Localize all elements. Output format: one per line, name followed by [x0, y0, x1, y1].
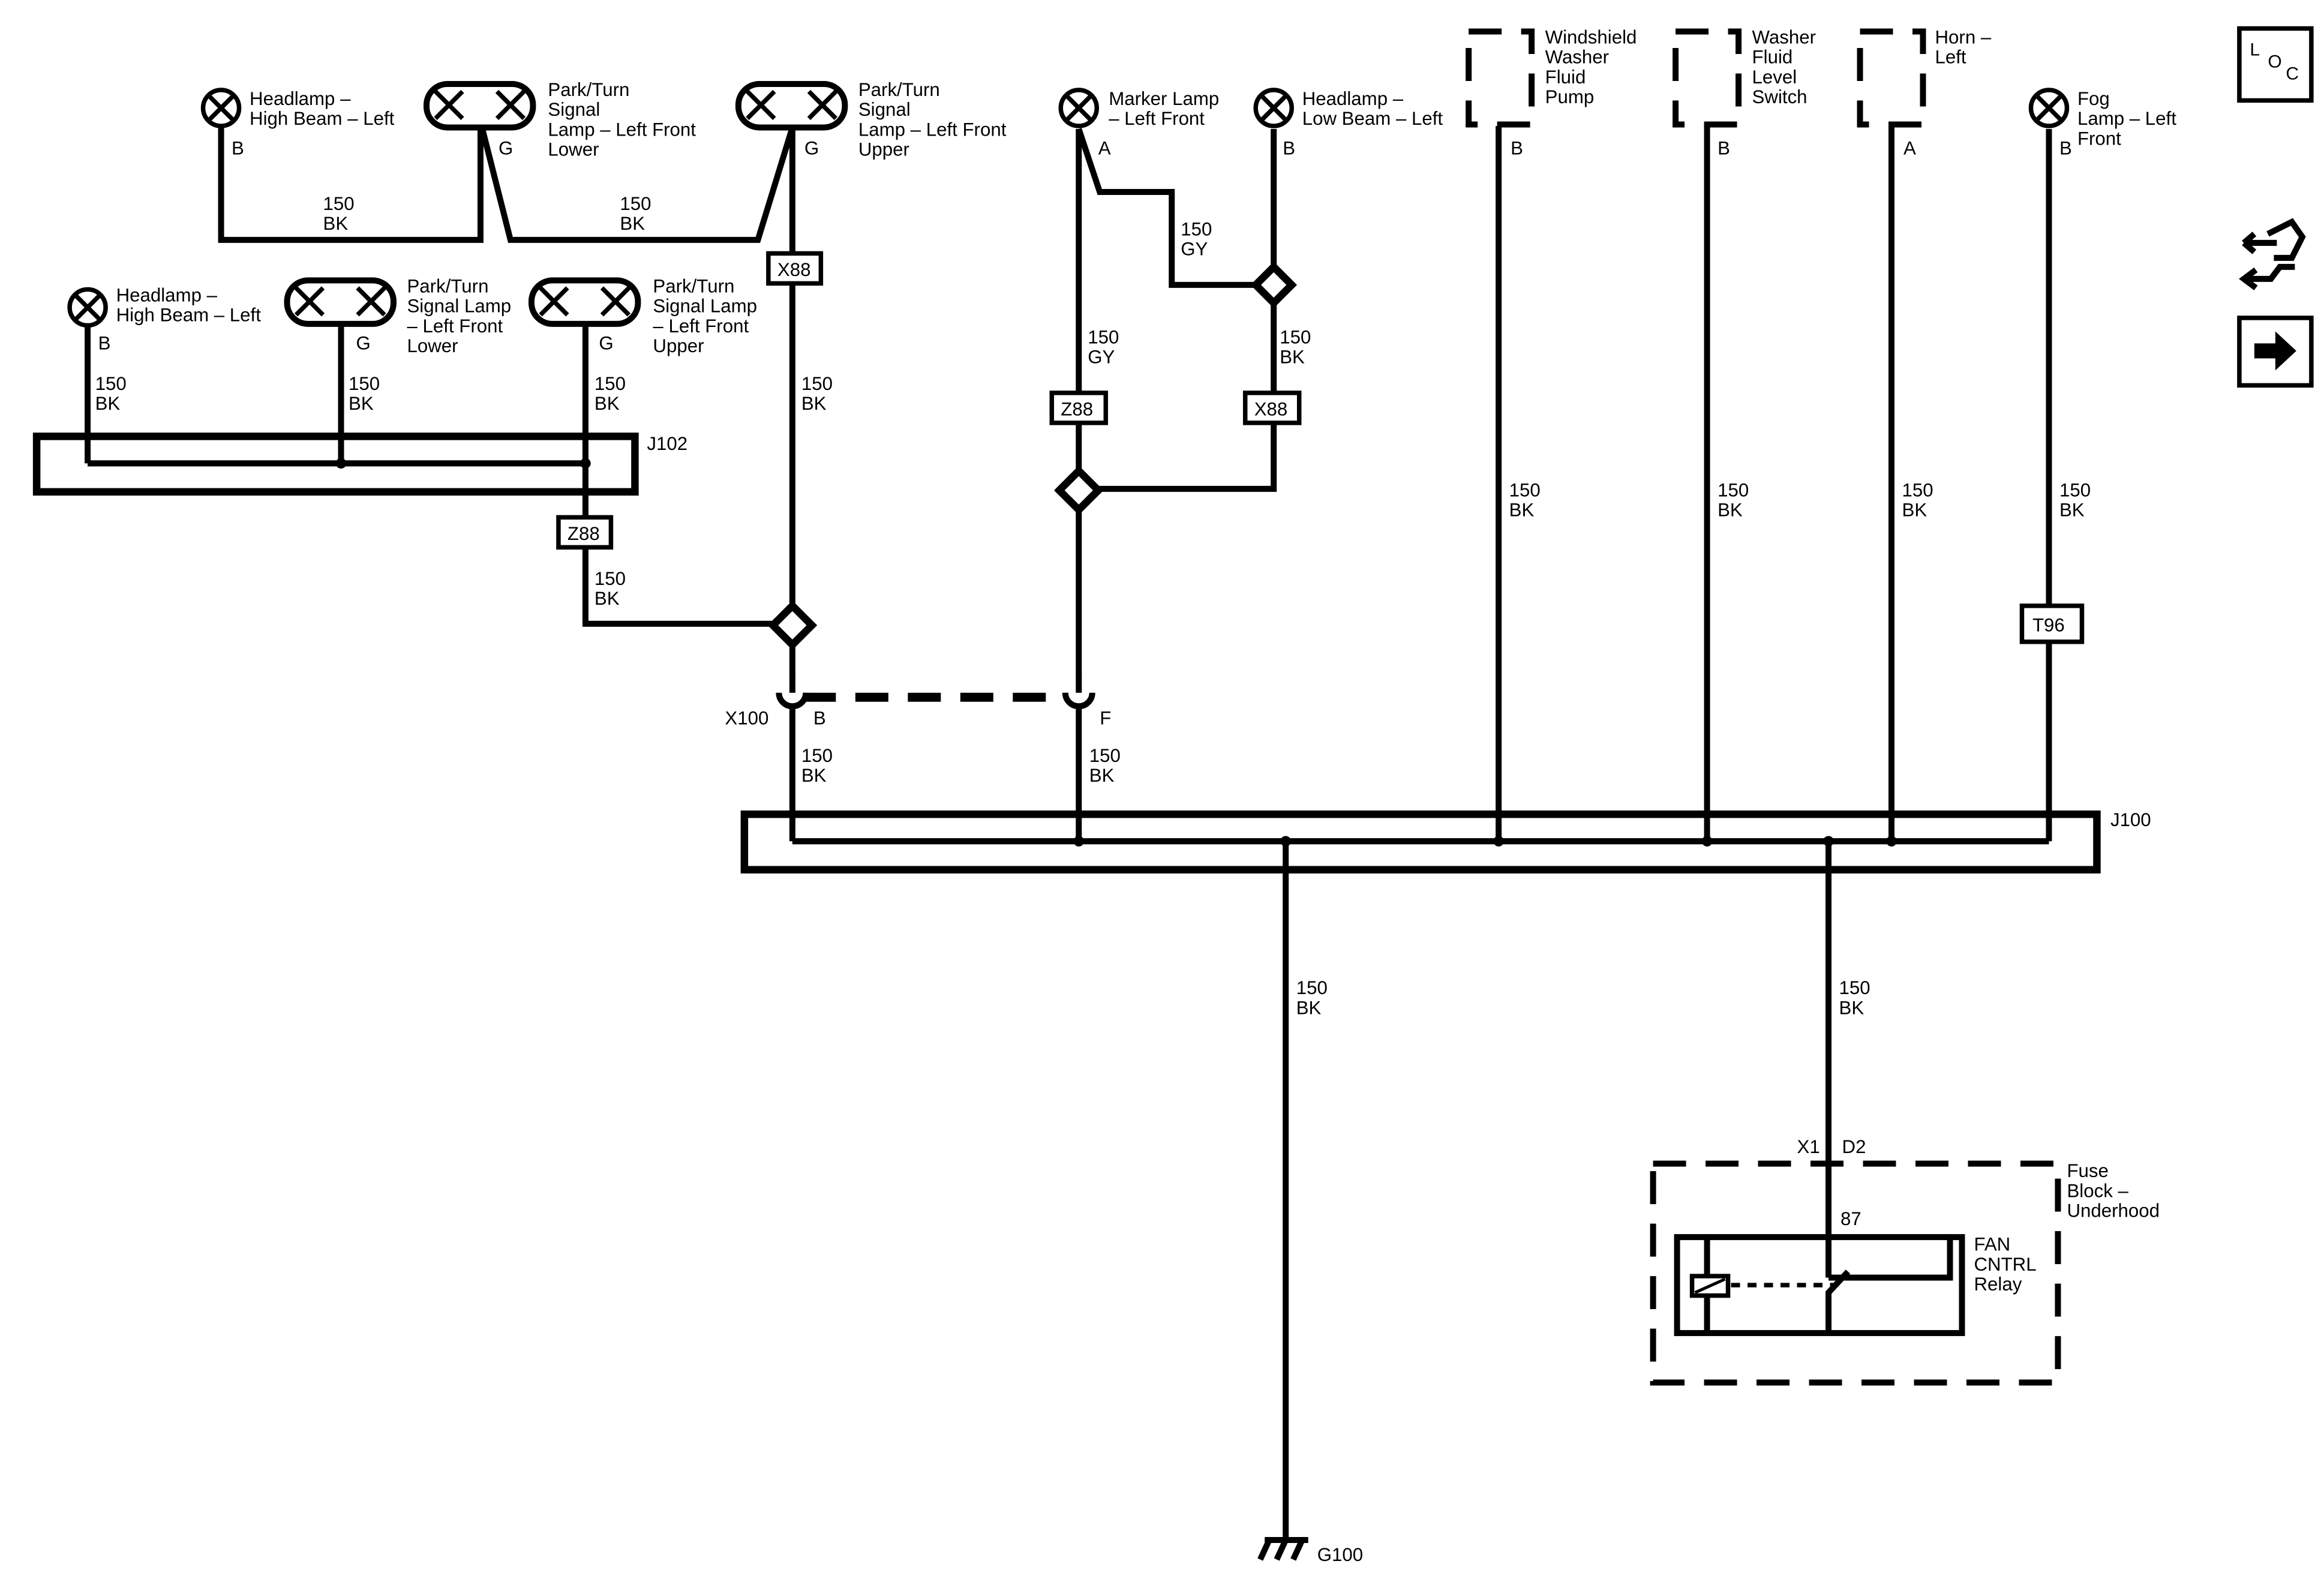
dual-bulb-icon	[284, 277, 397, 327]
label-ground: G100	[1317, 1544, 1363, 1565]
option-t96-fog: T96	[2032, 614, 2065, 635]
x100-connector	[776, 676, 1095, 710]
wire-lowbeam-x88	[1098, 302, 1277, 492]
pin-relay-87: 87	[1840, 1208, 1861, 1229]
pin-fog-lamp: B	[2059, 137, 2072, 158]
dual-bulb-icon	[528, 277, 641, 327]
label-horn-left: Horn –Left	[1935, 26, 1992, 67]
bulb-icon	[67, 287, 108, 328]
fan-relay	[1674, 1234, 1965, 1337]
horn-box	[1857, 28, 1926, 128]
option-x88-upper-box	[766, 251, 824, 286]
wire-marker-to-lowbeam	[1076, 128, 1256, 288]
label-marker-lamp: Marker Lamp– Left Front	[1109, 88, 1219, 129]
j102-splice-pack	[32, 433, 639, 496]
wire-hl-hb-top	[218, 124, 484, 243]
pin-marker-lamp: A	[1098, 137, 1111, 158]
label-j102: J102	[647, 433, 687, 454]
option-z88-marker: Z88	[1061, 398, 1093, 419]
loc-button[interactable]	[2237, 26, 2314, 103]
option-z88-j102: Z88	[568, 523, 600, 544]
bulb-icon	[1058, 88, 1100, 128]
ground-icon	[1257, 1537, 1308, 1561]
pin-park-upper-2: G	[599, 332, 613, 353]
pin-washer-pump: B	[1511, 137, 1523, 158]
wires	[85, 124, 2052, 1541]
bulb-icon	[1253, 88, 1294, 128]
diamond-splices	[767, 262, 1298, 650]
dual-bulb-icon	[735, 80, 848, 131]
pin-hl-lb-left: B	[1283, 137, 1295, 158]
bulb-icon	[2028, 88, 2070, 128]
bulb-icon	[200, 88, 242, 128]
junction-dots	[335, 458, 1897, 846]
pin-x100-b: B	[813, 707, 826, 728]
label-j100: J100	[2110, 809, 2151, 830]
pin-washer-switch: B	[1718, 137, 1730, 158]
pin-park-lower-2: G	[356, 332, 371, 353]
washer-pump-box	[1466, 28, 1535, 128]
lamps	[67, 80, 2070, 328]
splice-diamond-x100-feed	[767, 600, 818, 650]
pin-horn-left: A	[1903, 137, 1916, 158]
option-x88-lowbeam-box	[1242, 391, 1302, 425]
pin-hl-hb-left-top: B	[232, 137, 244, 158]
option-boxes	[556, 251, 2085, 644]
splice-diamond-marker	[1053, 466, 1104, 515]
pin-park-upper-top: G	[804, 137, 819, 158]
pin-park-lower-top: G	[499, 137, 513, 158]
pin-x100-f: F	[1100, 707, 1111, 728]
j100-splice-pack	[740, 810, 2101, 873]
label-hl-lb-left: Headlamp –Low Beam – Left	[1302, 88, 1443, 129]
option-x88-lowbeam: X88	[1254, 398, 1288, 419]
splice-diamond-lowbeam	[1250, 262, 1298, 308]
connector-repair-icon[interactable]	[2239, 218, 2306, 290]
option-z88-j102-box	[556, 515, 614, 550]
nav-icons	[2237, 26, 2314, 388]
loc-icon: LOC	[2250, 40, 2299, 83]
label-hl-hb-left-top: Headlamp –High Beam – Left	[250, 88, 395, 129]
dual-bulb-icon	[423, 80, 536, 131]
dashed-components	[1466, 28, 2061, 1386]
label-hl-hb-left-2: Headlamp –High Beam – Left	[116, 284, 262, 325]
pin-fuse-d2: D2	[1842, 1136, 1866, 1157]
option-t96-fog-box	[2019, 604, 2085, 644]
pin-fuse-x1: X1	[1797, 1136, 1820, 1157]
option-z88-marker-box	[1049, 391, 1109, 425]
option-x88-upper: X88	[777, 259, 811, 280]
pin-hl-hb-left-2: B	[98, 332, 111, 353]
wire-park-lower-to-upper	[479, 126, 795, 243]
label-x100: X100	[725, 707, 768, 728]
washer-switch-box	[1673, 28, 1742, 128]
